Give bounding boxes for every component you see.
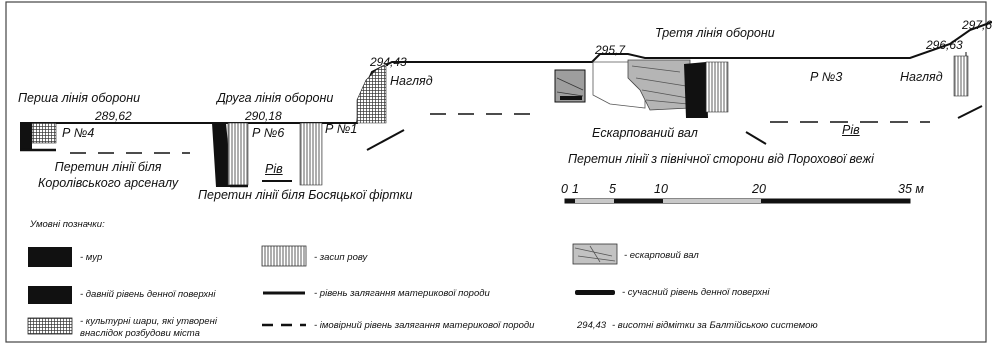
section2-caption: Перетин лінії біля Босяцької фіртки	[198, 188, 413, 202]
scale-tick-35: 35 м	[898, 182, 924, 196]
elevation-e5: 296,63	[926, 38, 963, 52]
legend-cultural-swatch	[27, 317, 73, 335]
elevation-e3: 294,43	[370, 55, 407, 69]
cultural-layers-nahliad1	[356, 63, 387, 124]
label-line3: Третя лінія оборони	[655, 26, 775, 40]
rampart-fill	[627, 59, 691, 111]
section1-caption: Перетин лінії біля Королівського арсенал…	[38, 160, 179, 190]
label-nahliad2: Нагляд	[900, 70, 943, 84]
legend-title: Умовні позначки:	[30, 219, 105, 230]
legend-rampart-label: - ескарповий вал	[624, 250, 699, 261]
legend-bedrock-label: - рівень залягання материкової породи	[314, 288, 490, 299]
scale-tick-5: 5	[609, 182, 616, 196]
slope-line-section3	[745, 131, 767, 145]
elevation-e2: 290,18	[245, 109, 282, 123]
scale-tick-10: 10	[654, 182, 668, 196]
legend-modern-surface-label: - сучасний рівень денної поверхні	[622, 287, 770, 298]
label-line1: Перша лінія оборони	[18, 91, 141, 105]
figure-frame	[5, 1, 987, 343]
scale-bar	[564, 198, 911, 204]
cultural-layers-section1	[31, 122, 57, 144]
slope-line-section2	[366, 129, 405, 151]
label-p4: Р №4	[62, 126, 95, 140]
label-p6: Р №6	[252, 126, 285, 140]
wall-section1	[20, 123, 32, 150]
legend-elev-example: 294,43	[577, 320, 607, 331]
label-riv2: Рів	[842, 123, 860, 137]
legend-old-surface-swatch	[28, 286, 72, 304]
label-p3: Р №3	[810, 70, 843, 84]
legend-wall-label: - мур	[80, 252, 103, 263]
ditch-fill-section2b	[299, 122, 323, 186]
slope-line-section3b	[957, 105, 983, 119]
legend-fill-label: - засип рову	[314, 252, 368, 263]
scale-tick-0: 0	[561, 182, 568, 196]
modern-surface-line	[20, 21, 992, 124]
scale-tick-1: 1	[572, 182, 579, 196]
legend-modern-surface-swatch	[575, 290, 615, 295]
label-riv1: Рів	[265, 162, 283, 176]
section3-caption: Перетин лінії з північної сторони від По…	[568, 152, 874, 166]
legend-wall-swatch	[28, 247, 72, 267]
legend-rampart-swatch	[572, 243, 618, 265]
legend-elev-label: - висотні відмітки за Балтійською систем…	[612, 320, 818, 331]
label-p1: Р №1	[325, 122, 358, 136]
legend-probable-label: - імовірний рівень залягання материкової…	[314, 320, 535, 331]
elevation-e4: 295,7	[595, 43, 626, 57]
wall-section3	[684, 62, 708, 118]
ditch-fill-section3	[705, 61, 729, 113]
legend-cultural-label: - культурні шари, які утворені внаслідок…	[80, 316, 217, 339]
label-nahliad1: Нагляд	[390, 74, 433, 88]
legend-fill-swatch	[261, 245, 307, 267]
label-eskarp: Ескарпований вал	[592, 126, 698, 140]
elevation-e6: 297,6	[962, 18, 992, 32]
legend-old-surface-label: - давній рівень денної поверхні	[80, 289, 216, 300]
ditch-fill-nahliad2	[953, 55, 969, 97]
scale-tick-20: 20	[752, 182, 766, 196]
label-line2: Друга лінія оборони	[217, 91, 334, 105]
wall-section2	[212, 123, 232, 187]
ditch-fill-section2a	[227, 122, 249, 186]
elevation-e1: 289,62	[95, 109, 132, 123]
